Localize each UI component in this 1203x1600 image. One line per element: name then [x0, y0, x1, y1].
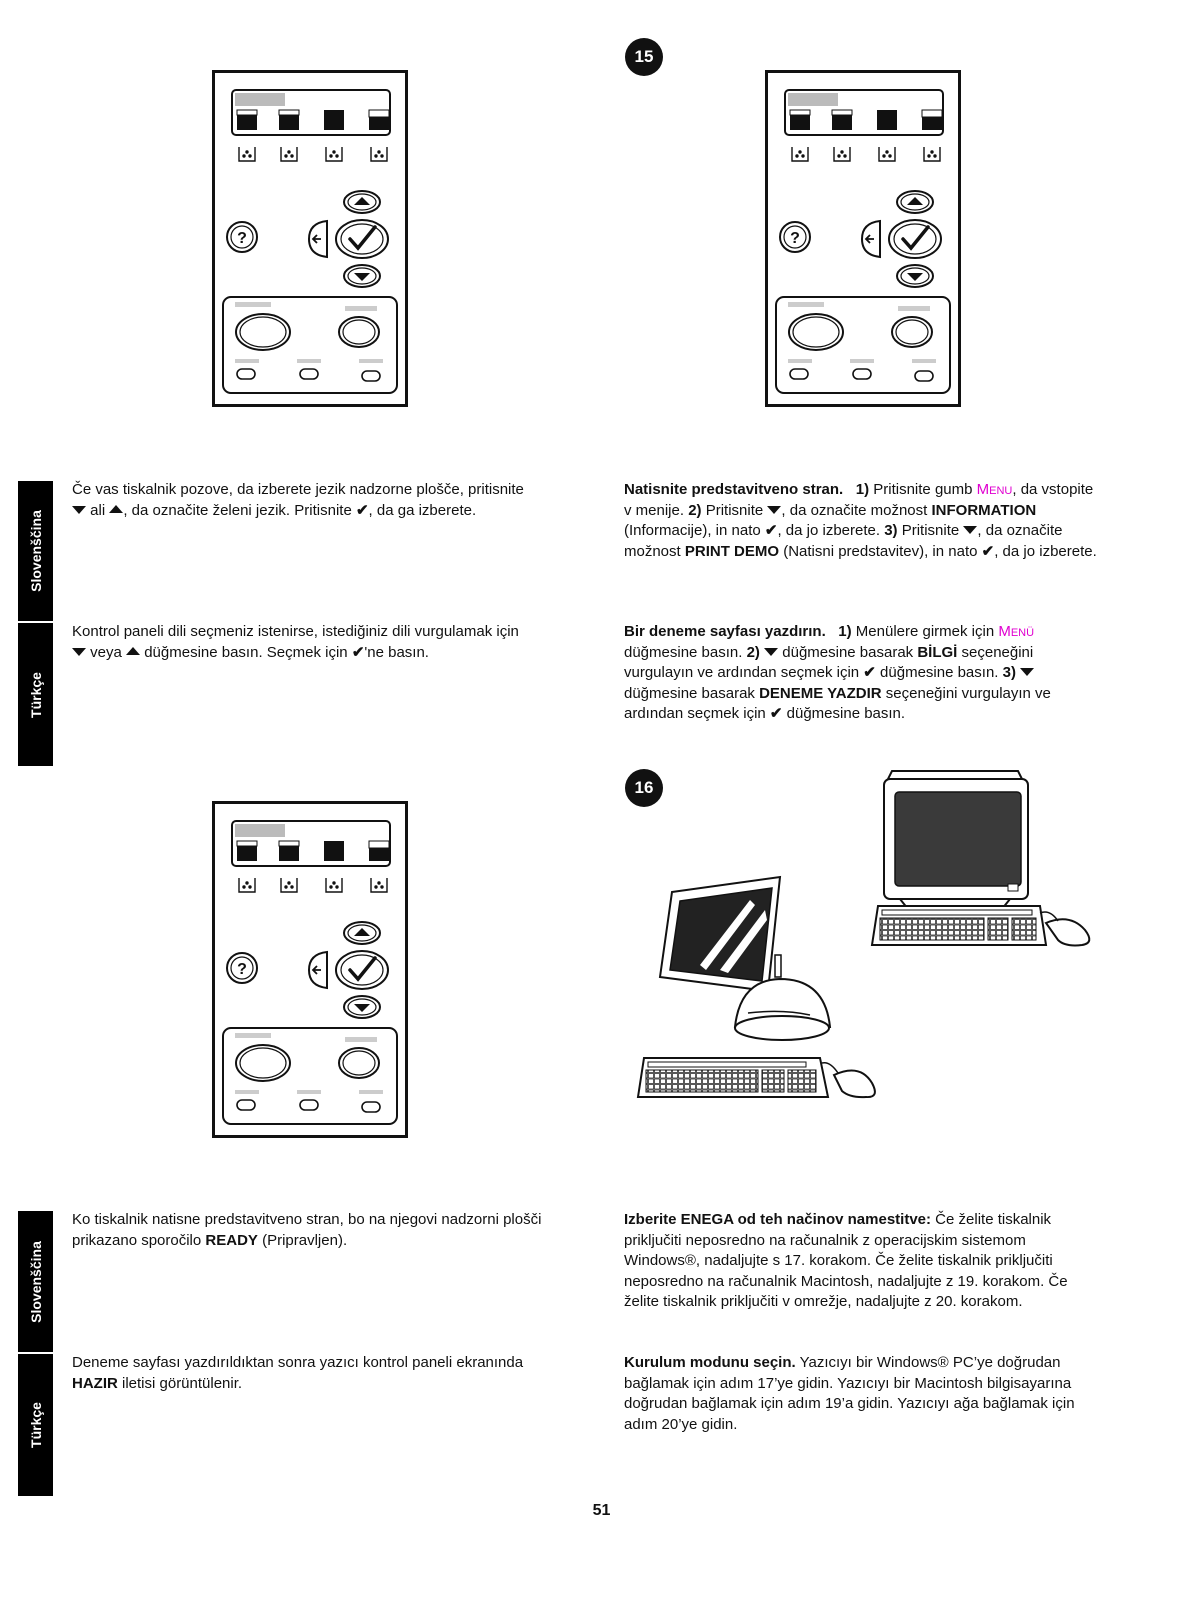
select-check-button-icon	[335, 950, 389, 990]
back-button-icon	[307, 950, 328, 990]
svg-text:?: ?	[237, 961, 247, 978]
tr-ready-message: Deneme sayfası yazdırıldıktan sonra yazı…	[72, 1354, 524, 1392]
back-button-icon	[860, 219, 881, 259]
check-icon: ✔	[863, 664, 876, 682]
check-icon: ✔	[355, 501, 369, 519]
pc-keyboard-icon	[870, 905, 1048, 946]
select-check-button-icon	[888, 219, 942, 259]
up-button-icon	[343, 921, 381, 945]
down-arrow-icon	[764, 647, 779, 656]
pc-mouse-icon	[1044, 918, 1091, 947]
check-icon: ✔	[351, 643, 365, 661]
tab-turkce-2: Türkçe	[18, 1354, 53, 1496]
page-number: 51	[592, 1502, 611, 1519]
help-button-icon: ?	[226, 221, 258, 253]
down-arrow-icon	[767, 505, 782, 514]
control-panel-illustration-1: ?	[212, 70, 408, 407]
down-button-icon	[343, 995, 381, 1019]
imac-mouse-icon	[832, 1069, 876, 1099]
menu-button-label: Menu	[976, 481, 1013, 498]
tab-slovenscina-1: Slovenščina	[18, 481, 53, 621]
up-button-icon	[343, 190, 381, 214]
tab-slovenscina-2: Slovenščina	[18, 1211, 53, 1352]
down-button-icon	[896, 264, 934, 288]
lower-button-area	[775, 296, 951, 394]
sl-print-demo-instruction: Natisnite predstavitveno stran. 1) Priti…	[624, 481, 1097, 560]
display-area	[784, 89, 944, 136]
down-button-icon	[343, 264, 381, 288]
up-button-icon	[896, 190, 934, 214]
sl-language-instruction: Če vas tiskalnik pozove, da izberete jez…	[72, 481, 524, 519]
svg-text:?: ?	[790, 230, 800, 247]
svg-text:?: ?	[237, 230, 247, 247]
sl-installation-methods: Izberite ENEGA od teh načinov namestitve…	[624, 1211, 1068, 1311]
help-button-icon: ?	[226, 952, 258, 984]
tab-turkce-1: Türkçe	[18, 623, 53, 766]
display-area	[231, 820, 391, 867]
display-area	[231, 89, 391, 136]
down-arrow-icon	[72, 505, 86, 514]
tr-installation-methods: Kurulum modunu seçin. Yazıcıyı bir Windo…	[624, 1354, 1075, 1433]
toner-icons	[238, 878, 388, 893]
down-arrow-icon	[963, 526, 978, 535]
sl-ready-message: Ko tiskalnik natisne predstavitveno stra…	[72, 1211, 542, 1249]
pc-monitor-icon	[883, 770, 1029, 910]
step-15-badge: 15	[625, 38, 663, 76]
control-panel-illustration-3: ?	[212, 801, 408, 1138]
check-icon: ✔	[769, 705, 783, 723]
tr-language-instruction: Kontrol paneli dili seçmeniz istenirse, …	[72, 623, 519, 661]
imac-keyboard-icon	[636, 1057, 830, 1098]
menu-button-label: Menü	[998, 623, 1035, 640]
lower-button-area	[222, 296, 398, 394]
up-arrow-icon	[109, 504, 124, 513]
up-arrow-icon	[126, 646, 141, 655]
imac-icon	[658, 875, 832, 1041]
control-panel-illustration-2: ?	[765, 70, 961, 407]
check-icon: ✔	[764, 522, 778, 540]
step-16-badge: 16	[625, 769, 663, 807]
help-button-icon: ?	[779, 221, 811, 253]
back-button-icon	[307, 219, 328, 259]
toner-icons	[791, 147, 941, 162]
check-icon: ✔	[981, 542, 995, 560]
tr-print-demo-instruction: Bir deneme sayfası yazdırın. 1) Menülere…	[624, 623, 1051, 723]
lower-button-area	[222, 1027, 398, 1125]
select-check-button-icon	[335, 219, 389, 259]
down-arrow-icon	[72, 647, 86, 656]
computers-illustration	[636, 770, 1091, 1099]
toner-icons	[238, 147, 388, 162]
down-arrow-icon	[1020, 668, 1035, 677]
